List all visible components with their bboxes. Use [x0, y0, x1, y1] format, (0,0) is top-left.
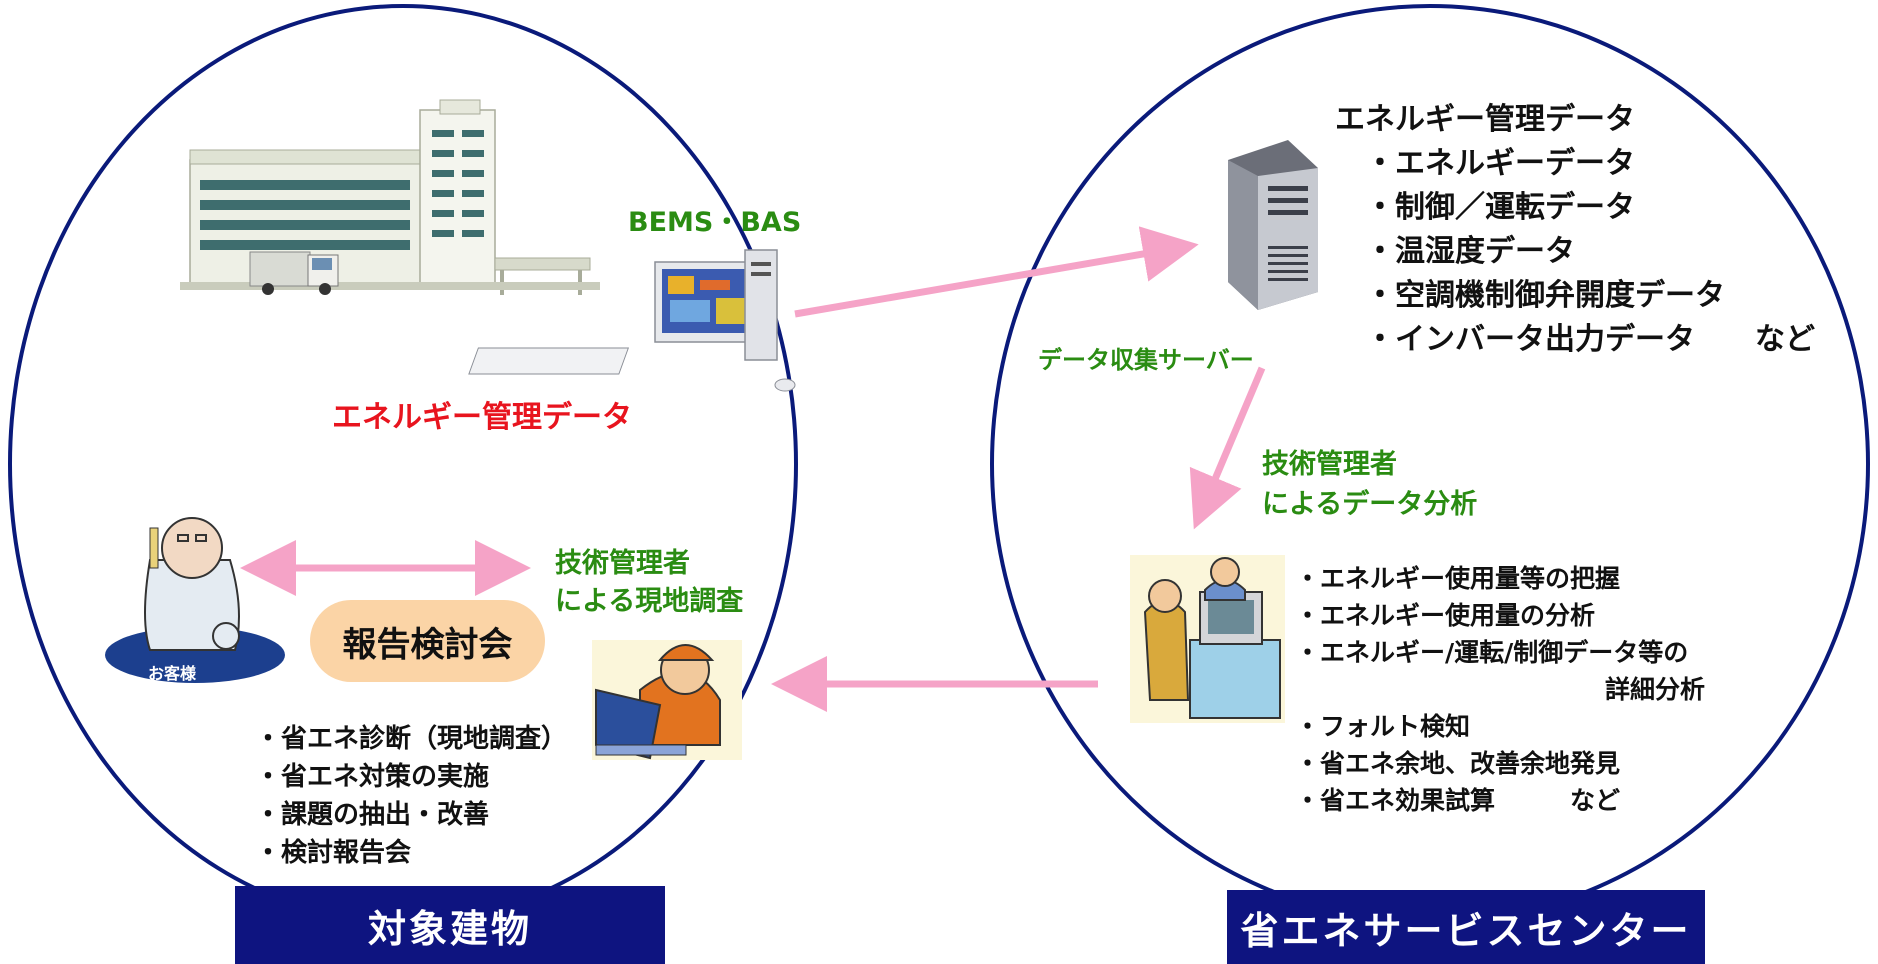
- customer-label: お客様: [148, 664, 197, 683]
- analysis-label-line1: 技術管理者: [1262, 449, 1397, 480]
- list-item: ・空調機制御弁開度データ: [1365, 278, 1725, 313]
- list-item: ・省エネ余地、改善余地発見: [1295, 749, 1621, 778]
- list-item: ・課題の抽出・改善: [255, 800, 490, 830]
- onsite-survey-label: 技術管理者 による現地調査: [555, 545, 743, 621]
- server-tower-illustration: [1228, 140, 1318, 310]
- energy-data-label: エネルギー管理データ: [332, 400, 632, 435]
- right-footer-label: 省エネサービスセンター: [1227, 890, 1705, 964]
- list-item: ・フォルト検知: [1295, 712, 1471, 741]
- data-item-list: ・エネルギーデータ ・制御／運転データ ・温湿度データ ・空調機制御弁開度データ…: [1335, 142, 1815, 362]
- list-item: ・エネルギー/運転/制御データ等の: [1295, 638, 1689, 667]
- analysts-illustration: [1130, 555, 1285, 723]
- list-item: ・温湿度データ: [1365, 234, 1575, 269]
- right-data-panel: エネルギー管理データ ・エネルギーデータ ・制御／運転データ ・温湿度データ ・…: [1335, 98, 1815, 362]
- bems-computer-illustration: [468, 249, 796, 392]
- onsite-engineer-illustration: [592, 640, 742, 760]
- list-item: ・インバータ出力データ など: [1365, 322, 1815, 357]
- analysis-item-list: ・エネルギー使用量等の把握 ・エネルギー使用量の分析 ・エネルギー/運転/制御デ…: [1295, 560, 1705, 819]
- onsite-survey-label-line2: による現地調査: [555, 586, 744, 617]
- customer-illustration: [105, 517, 285, 683]
- list-item: ・省エネ診断（現地調査）: [255, 724, 568, 754]
- list-item: 詳細分析: [1605, 675, 1706, 704]
- arrow-server-to-analysis: [1189, 366, 1266, 530]
- list-item: ・エネルギー使用量の分析: [1295, 601, 1596, 630]
- analysis-label-line2: によるデータ分析: [1262, 489, 1478, 520]
- data-title: エネルギー管理データ: [1335, 102, 1635, 137]
- meeting-badge: 報告検討会: [310, 600, 545, 682]
- left-footer-label: 対象建物: [235, 886, 665, 964]
- left-task-list: ・省エネ診断（現地調査） ・省エネ対策の実施 ・課題の抽出・改善 ・検討報告会: [255, 720, 567, 872]
- meeting-label: 報告検討会: [342, 624, 513, 665]
- bems-label: BEMS・BAS: [628, 207, 802, 238]
- onsite-survey-label-line1: 技術管理者: [555, 548, 690, 579]
- list-item: ・省エネ対策の実施: [255, 762, 490, 792]
- list-item: ・省エネ効果試算 など: [1295, 786, 1621, 815]
- list-item: ・検討報告会: [255, 838, 412, 868]
- server-label: データ収集サーバー: [1038, 346, 1254, 374]
- building-illustration: [180, 99, 600, 295]
- arrow-bems-to-server: [794, 226, 1199, 318]
- list-item: ・エネルギー使用量等の把握: [1295, 564, 1621, 593]
- list-item: ・制御／運転データ: [1365, 190, 1635, 225]
- analysis-label: 技術管理者 によるデータ分析: [1262, 445, 1477, 525]
- list-item: ・エネルギーデータ: [1365, 146, 1635, 181]
